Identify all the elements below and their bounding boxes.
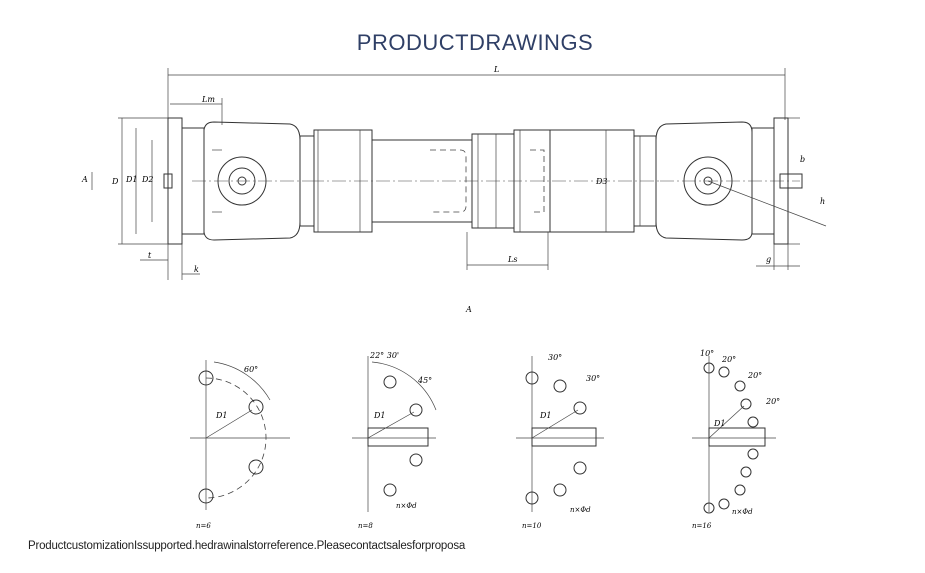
label-k: k (194, 265, 199, 274)
svg-text:22° 30': 22° 30' (369, 351, 399, 360)
svg-text:60°: 60° (244, 365, 258, 374)
svg-text:n×Φd: n×Φd (732, 508, 753, 516)
page-title: PRODUCTDRAWINGS (356, 30, 594, 55)
svg-text:10°: 10° (700, 349, 714, 358)
left-flange: D D1 D2 A (81, 117, 205, 245)
flange-view-n6: 60° D1 n=6 (190, 360, 290, 530)
footer-note: ProductcustomizationIssupported.hedrawin… (28, 540, 466, 552)
label-D2: D2 (141, 175, 154, 184)
flange-view-n8: 22° 30' 45° D1 n×Φd n=8 (352, 351, 437, 530)
ls-dimension: Ls (466, 232, 549, 270)
svg-text:30°: 30° (586, 374, 600, 383)
flange-view-n10: 30° 30° D1 n×Φd n=10 (516, 353, 604, 530)
length-dimension: L (167, 65, 786, 120)
svg-text:n×Φd: n×Φd (570, 506, 591, 514)
small-dimensions: t k g A (140, 244, 800, 314)
svg-text:D1: D1 (373, 411, 386, 420)
svg-text:n=6: n=6 (196, 522, 211, 530)
svg-text:20°: 20° (765, 397, 780, 406)
label-L: L (493, 65, 499, 74)
label-D3: D3 (595, 177, 608, 186)
label-Lm: Lm (201, 95, 215, 104)
svg-text:30°: 30° (548, 353, 562, 362)
label-A-bottom: A (465, 305, 472, 314)
svg-text:n=10: n=10 (522, 522, 542, 530)
label-t: t (148, 251, 152, 260)
svg-text:D1: D1 (215, 411, 228, 420)
svg-text:n=8: n=8 (358, 522, 373, 530)
lm-dimension: Lm (170, 95, 223, 125)
left-yoke (192, 121, 310, 241)
flange-view-n16: 10° 20° 20° 20° D1 n×Φd n=16 (692, 349, 780, 530)
svg-text:20°: 20° (747, 371, 762, 380)
label-b: b (800, 155, 805, 164)
right-yoke: b h (655, 117, 827, 245)
label-Ls: Ls (507, 255, 517, 264)
label-h: h (820, 197, 825, 206)
label-D: D (111, 177, 119, 186)
svg-text:D1: D1 (713, 419, 726, 428)
svg-text:n=16: n=16 (692, 522, 712, 530)
label-D1: D1 (125, 175, 138, 184)
svg-text:n×Φd: n×Φd (396, 502, 417, 510)
svg-text:D1: D1 (539, 411, 552, 420)
label-g: g (766, 255, 771, 264)
label-A-left: A (81, 175, 88, 184)
shaft-body: D3 (299, 129, 660, 233)
svg-text:20°: 20° (721, 355, 736, 364)
svg-text:45°: 45° (417, 376, 432, 385)
